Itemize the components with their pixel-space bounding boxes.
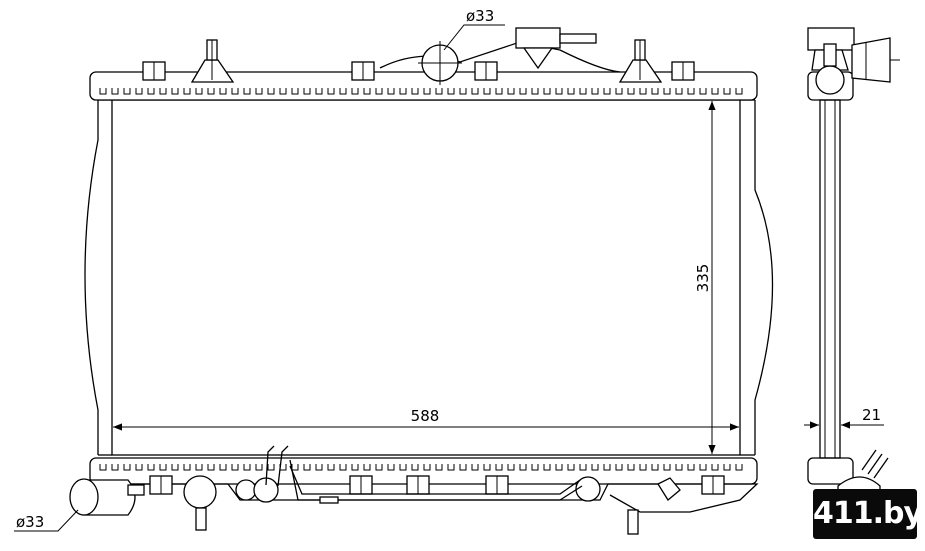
top-clips [142, 61, 695, 81]
dimension-core-thickness: 21 [804, 406, 884, 429]
side-view: 21 [804, 27, 900, 532]
radiator-core [111, 99, 741, 456]
top-mount-left [190, 39, 235, 83]
watermark-logo: 411.by [813, 489, 923, 539]
front-view: 335 588 ø33 ø33 [14, 7, 774, 535]
left-side-tank [84, 100, 99, 455]
dimension-label-588: 588 [411, 407, 440, 425]
dimension-label-335: 335 [694, 264, 712, 293]
oil-cooler-lines [265, 445, 583, 504]
right-side-tank [754, 100, 774, 455]
top-mount-right [618, 39, 663, 83]
side-core [819, 99, 841, 459]
radiator-cap [515, 27, 597, 70]
dimension-core-height: 335 [694, 101, 716, 454]
dimension-label-21: 21 [862, 406, 881, 424]
bottom-fittings [149, 475, 725, 509]
dimension-label-top-diameter: ø33 [466, 7, 494, 25]
leader-bottom-outlet: ø33 [14, 509, 79, 532]
dimension-core-width: 588 [113, 407, 739, 431]
bottom-mount-studs [195, 507, 639, 535]
dimension-label-bottom-diameter: ø33 [16, 513, 44, 531]
bottom-outlet-pipe [69, 478, 145, 516]
top-inlet-pipe [418, 41, 462, 85]
filler-neck-outline [379, 41, 621, 73]
top-tank [89, 71, 758, 101]
leader-top-inlet: ø33 [443, 7, 505, 51]
